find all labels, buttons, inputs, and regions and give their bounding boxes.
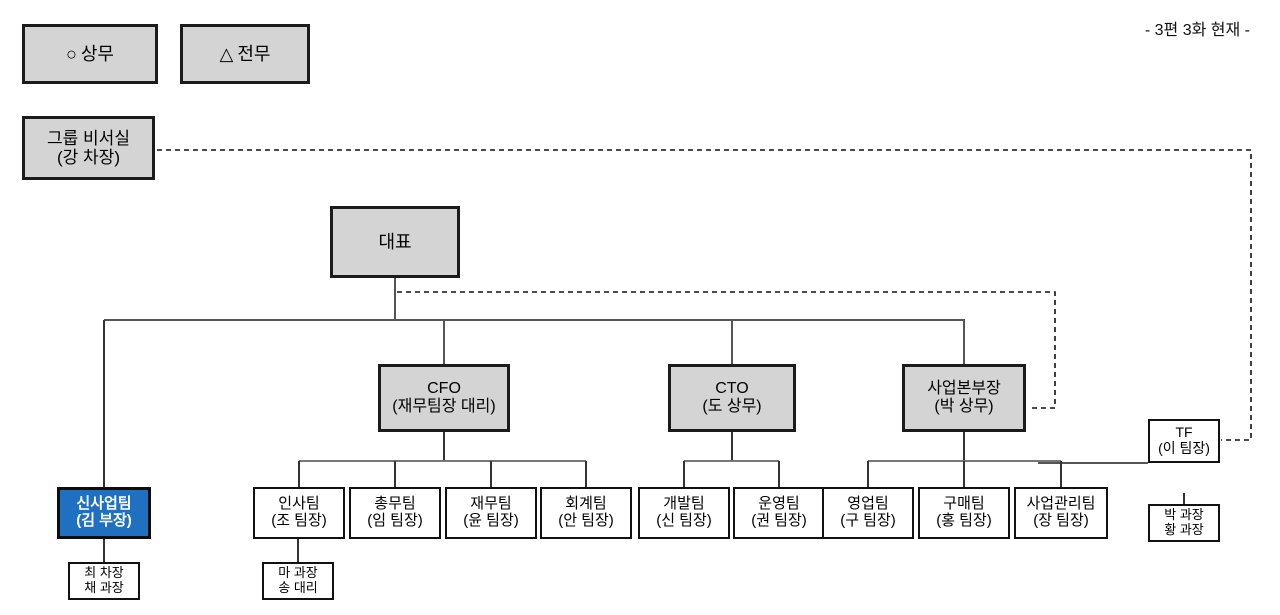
node-purchasing-team-title: 구매팀	[943, 495, 985, 513]
node-general-affairs-person: (임 팀장)	[367, 512, 423, 529]
node-cto-title: CTO	[715, 380, 749, 398]
node-tf-staff-1: 박 과장	[1164, 507, 1204, 523]
node-business-mgmt-team-title: 사업관리팀	[1026, 495, 1096, 513]
node-business-head-person: (박 상무)	[934, 398, 994, 415]
node-accounting-team-person: (안 팀장)	[558, 512, 614, 529]
circle-icon: ○	[66, 43, 77, 64]
node-operations-team[interactable]: 운영팀 (권 팀장)	[733, 487, 825, 539]
node-hr-team-title: 인사팀	[278, 495, 320, 513]
legend-item-sangmu: ○상무	[22, 24, 158, 84]
node-general-affairs-team[interactable]: 총무팀 (임 팀장)	[349, 487, 441, 539]
node-sales-team-title: 영업팀	[847, 495, 889, 513]
node-finance-team-title: 재무팀	[470, 495, 512, 513]
node-new-business-staff-1: 최 차장	[84, 565, 124, 581]
node-cfo[interactable]: CFO (재무팀장 대리)	[378, 364, 510, 432]
node-general-affairs-title: 총무팀	[374, 495, 416, 513]
node-tf-title: TF	[1175, 424, 1193, 441]
node-cto-person: (도 상무)	[702, 398, 762, 415]
triangle-icon: △	[219, 43, 234, 64]
node-development-team-person: (신 팀장)	[656, 512, 712, 529]
legend-sangmu-text: ○상무	[66, 44, 114, 64]
node-cto[interactable]: CTO (도 상무)	[668, 364, 796, 432]
node-secretariat[interactable]: 그룹 비서실 (강 차장)	[22, 116, 155, 180]
node-business-head[interactable]: 사업본부장 (박 상무)	[902, 364, 1026, 432]
node-business-mgmt-team-person: (장 팀장)	[1033, 512, 1089, 529]
node-secretariat-person: (강 차장)	[57, 148, 120, 167]
node-secretariat-title: 그룹 비서실	[47, 128, 130, 148]
node-tf-staff-2: 황 과장	[1164, 522, 1204, 537]
node-general-affairs-staff[interactable]: 마 과장 송 대리	[262, 562, 334, 600]
node-new-business-staff-2: 채 과장	[84, 580, 124, 595]
node-new-business-staff[interactable]: 최 차장 채 과장	[68, 562, 140, 600]
node-business-mgmt-team[interactable]: 사업관리팀 (장 팀장)	[1014, 487, 1108, 539]
node-accounting-team[interactable]: 회계팀 (안 팀장)	[540, 487, 632, 539]
node-tf-person: (이 팀장)	[1158, 440, 1210, 456]
node-new-business-person: (김 부장)	[76, 512, 132, 529]
legend-item-jeonmu: △전무	[180, 24, 310, 84]
node-general-affairs-staff-1: 마 과장	[278, 565, 318, 581]
node-finance-team-person: (윤 팀장)	[463, 512, 519, 529]
node-new-business-title: 신사업팀	[76, 495, 132, 513]
node-sales-team-person: (구 팀장)	[840, 512, 896, 529]
node-development-team[interactable]: 개발팀 (신 팀장)	[638, 487, 730, 539]
node-ceo[interactable]: 대표	[330, 206, 460, 278]
node-operations-team-person: (권 팀장)	[751, 512, 807, 529]
legend-jeonmu-label: 전무	[237, 43, 271, 64]
node-purchasing-team-person: (홍 팀장)	[936, 512, 992, 529]
legend-sangmu-label: 상무	[80, 43, 114, 64]
node-hr-team-person: (조 팀장)	[271, 512, 327, 529]
node-new-business[interactable]: 신사업팀 (김 부장)	[57, 487, 151, 539]
node-tf-staff[interactable]: 박 과장 황 과장	[1148, 504, 1220, 542]
node-hr-team[interactable]: 인사팀 (조 팀장)	[253, 487, 345, 539]
node-development-team-title: 개발팀	[663, 495, 705, 513]
node-finance-team[interactable]: 재무팀 (윤 팀장)	[445, 487, 537, 539]
node-sales-team[interactable]: 영업팀 (구 팀장)	[822, 487, 914, 539]
node-business-head-title: 사업본부장	[927, 380, 1001, 398]
node-cfo-person: (재무팀장 대리)	[392, 398, 496, 415]
node-accounting-team-title: 회계팀	[565, 495, 607, 513]
node-operations-team-title: 운영팀	[758, 495, 800, 513]
legend-jeonmu-text: △전무	[220, 44, 271, 64]
caption-episode: - 3편 3화 현재 -	[1144, 22, 1250, 39]
node-general-affairs-staff-2: 송 대리	[278, 580, 318, 595]
node-ceo-title: 대표	[378, 231, 412, 252]
node-tf[interactable]: TF (이 팀장)	[1148, 419, 1220, 463]
node-cfo-title: CFO	[427, 380, 461, 398]
node-purchasing-team[interactable]: 구매팀 (홍 팀장)	[918, 487, 1010, 539]
